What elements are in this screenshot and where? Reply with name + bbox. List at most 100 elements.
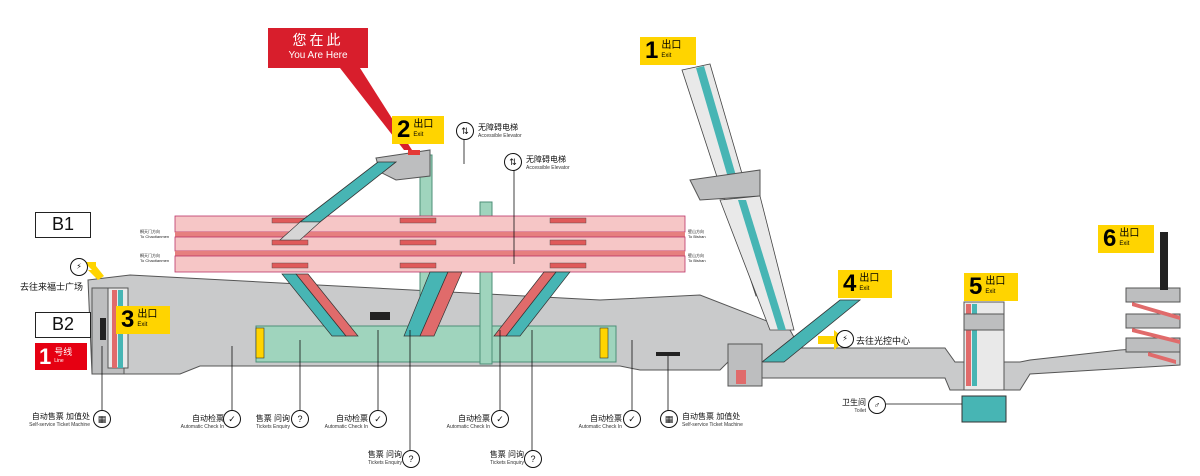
b1-track-top [175,232,685,237]
toilet-en: Toilet [854,408,866,414]
enquiry-label-1: 售票 问询 Tickets Enquiry [238,414,290,431]
exit-5-top [963,313,1005,331]
check-in-2-zh: 自动检票 [336,414,368,423]
enquiry-icon-2: ? [402,450,420,468]
direction-left-top-en: To Chaotianmen [140,234,170,239]
check-in-1-zh: 自动检票 [192,414,224,423]
enquiry-1-en: Tickets Enquiry [256,424,290,430]
direction-left-bottom-en: To Chaotianmen [140,258,170,263]
enquiry-icon-3: ? [524,450,542,468]
elevator-icon-1: ⇅ [456,122,474,140]
exit-3-sign: 3 出口 Exit [116,306,170,334]
ticket-machine-right-zh: 自动售票 加值处 [682,412,741,421]
check-in-4-zh: 自动检票 [590,414,622,423]
enquiry-2-en: Tickets Enquiry [368,460,402,466]
destination-laifushi: 去往来福士广场 [20,282,84,292]
exit-1-zh: 出口 [661,40,682,51]
exit-5-number: 5 [969,273,983,300]
you-are-here-zh: 您在此 [292,32,344,48]
exit-1-landing [689,169,761,201]
toilet-icon: ♂ [868,396,886,414]
check-in-4-en: Automatic Check In [578,424,622,430]
elevator-icon-2: ⇅ [504,153,522,171]
line-label-en: Line [54,357,64,364]
line-badge: 1 号线 Line [35,343,87,370]
enquiry-3-zh: 售票 问询 [489,450,524,459]
exit-4-en: Exit [859,286,870,292]
ticket-machine-label-right: 自动售票 加值处 Self-service Ticket Machine [682,412,764,429]
exit-6-tower [1125,287,1181,353]
direction-right-top: 壁山方向 To Bishan [688,229,706,239]
check-in-label-1: 自动检票 Automatic Check In [160,414,224,431]
exit-5-en: Exit [985,289,996,295]
exit-5-zh: 出口 [985,276,1006,287]
exit-1-number: 1 [645,37,659,64]
ticket-machine-left-zh: 自动售票 加值处 [31,412,90,421]
enquiry-1-zh: 售票 问询 [255,414,290,423]
arrow-laifushi [84,262,104,280]
exit-6-number: 6 [1103,225,1117,252]
you-are-here-label: 您在此 You Are Here [268,28,368,68]
check-in-1-en: Automatic Check In [180,424,224,430]
exit-5-sign: 5 出口 Exit [964,273,1018,301]
check-in-icon-1: ✓ [223,410,241,428]
exit-6-en: Exit [1119,241,1130,247]
check-in-3-en: Automatic Check In [446,424,490,430]
direction-right-bottom-en: To Bishan [688,258,706,263]
level-b1: B1 [35,212,91,238]
enquiry-2-zh: 售票 问询 [367,450,402,459]
check-in-3-zh: 自动检票 [458,414,490,423]
exit-3-zh: 出口 [137,309,158,320]
walking-icon: ⚡ [70,258,88,276]
enquiry-icon-1: ? [291,410,309,428]
destination-guangkong: 去往光控中心 [856,336,911,346]
check-in-label-3: 自动检票 Automatic Check In [428,414,490,431]
exit-1-en: Exit [661,53,672,59]
exit-3-en: Exit [137,322,148,328]
direction-left-bottom: 桐天门方向 To Chaotianmen [140,253,169,263]
enquiry-label-2: 售票 问询 Tickets Enquiry [350,450,402,467]
exit-2-en: Exit [413,132,424,138]
level-b2: B2 [35,312,91,338]
elevator-1-zh: 无障碍电梯 [478,123,518,132]
direction-right-top-zh: 壁山方向 [688,229,704,234]
direction-left-bottom-zh: 桐天门方向 [140,253,160,258]
direction-right-top-en: To Bishan [688,234,706,239]
line-number: 1 [39,343,52,369]
ticket-machine-right-en: Self-service Ticket Machine [682,422,743,428]
exit-2-marker [408,150,420,155]
direction-left-top: 桐天门方向 To Chaotianmen [140,229,169,239]
elevator-label-1: 无障碍电梯 Accessible Elevator [478,123,522,140]
ticket-machine-label-left: 自动售票 加值处 Self-service Ticket Machine [14,412,90,429]
elevator-label-2: 无障碍电梯 Accessible Elevator [526,155,570,172]
direction-right-bottom-zh: 壁山方向 [688,253,704,258]
direction-right-bottom: 壁山方向 To Bishan [688,253,706,263]
ticket-machine-left-en: Self-service Ticket Machine [29,422,90,428]
check-in-label-2: 自动检票 Automatic Check In [306,414,368,431]
toilet-label: 卫生间 Toilet [832,398,866,415]
exit-3-number: 3 [121,306,135,333]
exit-4-number: 4 [843,270,857,297]
direction-left-top-zh: 桐天门方向 [140,229,160,234]
enquiry-3-en: Tickets Enquiry [490,460,524,466]
check-in-icon-4: ✓ [623,410,641,428]
elevator-2-en: Accessible Elevator [526,165,570,171]
check-in-2-en: Automatic Check In [324,424,368,430]
check-in-label-4: 自动检票 Automatic Check In [560,414,622,431]
ticket-machine-icon-right: ▦ [660,410,678,428]
toilet-zh: 卫生间 [842,398,866,407]
exit-2-zh: 出口 [413,119,434,130]
exit-4-zh: 出口 [859,273,880,284]
exit-1-sign: 1 出口 Exit [640,37,696,65]
elevator-2-zh: 无障碍电梯 [526,155,566,164]
ticket-machine-icon-left: ▦ [93,410,111,428]
enquiry-label-3: 售票 问询 Tickets Enquiry [472,450,524,467]
walking-icon-2: ⚡ [836,330,854,348]
check-in-icon-3: ✓ [491,410,509,428]
exit-4-sign: 4 出口 Exit [838,270,892,298]
b1-track-bottom [175,251,685,256]
you-are-here-en: You Are Here [288,50,348,61]
